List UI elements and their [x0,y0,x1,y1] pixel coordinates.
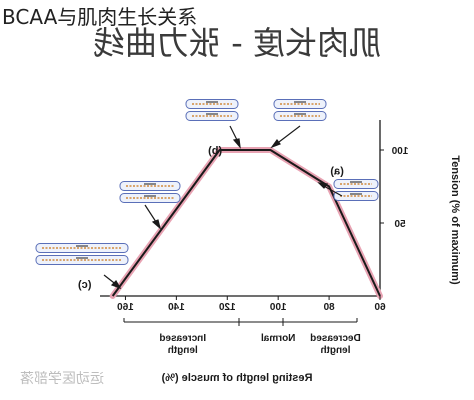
y-tick-label: 50 [394,219,406,230]
point-label: (b) [208,145,222,157]
x-tick-group: 160 140 120 100 80 60 [117,296,386,313]
tension-curve [111,149,381,297]
x-tick-label: 80 [323,302,335,313]
point-label-group: (c) (b) (a) [78,145,344,291]
chart-title: 肌肉长度 - 张力曲线 [93,24,381,62]
arrow-increased-head [151,219,162,230]
sarcomere-icon [185,99,239,121]
x-tick-label: 160 [117,302,134,313]
sarcomere-icon [35,243,129,265]
arrow-b-right [274,125,301,146]
point-label: (c) [78,279,92,291]
region-label: length [168,345,198,356]
point-label: (a) [330,166,344,178]
y-tick-group: 50 100 [380,146,408,230]
page-title: BCAA与肌肉生长关系 [2,5,198,29]
watermark-text: 运动医学部落 [20,371,104,387]
region-label: Increased [159,333,206,344]
arrow-a-head [317,182,329,189]
region-label: length [320,345,350,356]
y-axis-label: Tension (% of maximum) [449,155,461,285]
sarcomere-icon [273,99,327,121]
x-axis-label: Resting length of muscle (%) [161,372,312,384]
x-tick-label: 100 [269,302,286,313]
x-tick-label: 120 [218,302,235,313]
arrow-b-left-head [232,138,241,149]
sarcomere-diagrams [35,99,379,265]
x-tick-label: 140 [168,302,185,313]
region-label: Normal [261,333,296,344]
arrow-b-right-head [270,138,281,149]
sarcomere-icon [333,179,379,201]
region-label: Decreased [310,333,361,344]
arrow-c-head [110,280,122,290]
x-tick-label: 60 [374,302,386,313]
arrow-group [103,125,343,290]
region-bracket [123,318,358,326]
y-tick-label: 100 [391,146,408,157]
sarcomere-icon [119,181,181,203]
